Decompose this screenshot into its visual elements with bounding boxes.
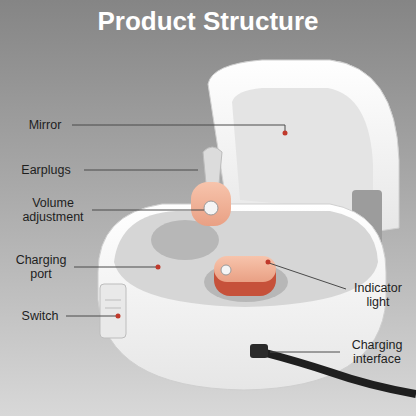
earplug-tip [203,147,222,184]
part-label: Charging port [8,253,74,281]
part-label: Switch [14,309,66,323]
part-label: Charging interface [342,338,412,366]
earbud [191,182,231,226]
part-label: Indicator light [346,281,410,309]
case-deck [114,211,378,307]
volume-button [221,265,231,275]
part-label: Earplugs [8,163,84,177]
usb-plug [250,344,268,358]
marker-dots [116,131,288,319]
part-label: Mirror [18,118,72,132]
leader-lines [66,125,346,352]
switch-slider [100,284,126,338]
volume-button [204,201,218,215]
earbud [214,256,276,282]
case-base [98,204,386,390]
lid-mirror [232,88,373,212]
part-label: Volume adjustment [14,196,92,224]
title: Product Structure [0,6,416,37]
